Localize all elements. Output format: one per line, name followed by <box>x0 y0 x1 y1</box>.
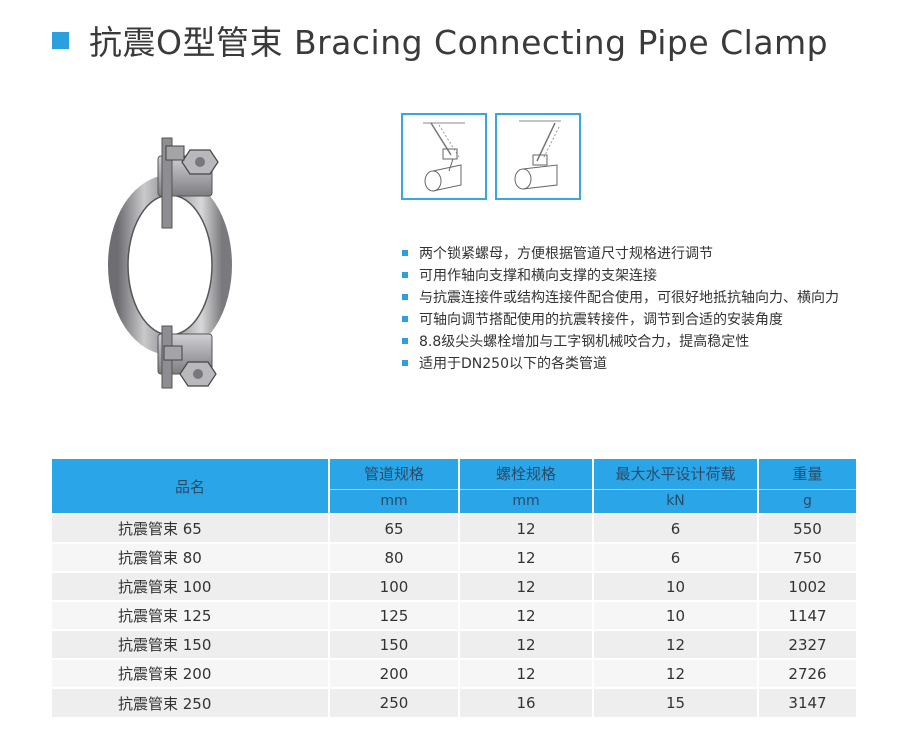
column-header-weight: 重量 <box>758 459 856 490</box>
column-header-pipe-size: 管道规格 <box>329 459 460 490</box>
table-cell: 550 <box>758 513 856 543</box>
table-cell: 2726 <box>758 658 856 688</box>
table-cell: 抗震管束 150 <box>52 629 330 659</box>
unit-max-load: kN <box>593 489 759 514</box>
table-cell: 200 <box>329 658 460 688</box>
install-sketch-icon <box>423 122 465 192</box>
bullet-square-icon <box>402 272 408 278</box>
table-cell: 抗震管束 250 <box>52 687 330 717</box>
installation-diagram-thumbnail-1[interactable] <box>401 113 487 200</box>
table-cell: 100 <box>329 571 460 601</box>
table-cell: 16 <box>459 687 594 717</box>
table-cell: 1147 <box>758 600 856 630</box>
unit-weight: g <box>758 489 856 514</box>
bullet-square-icon <box>402 316 408 322</box>
table-cell: 125 <box>329 600 460 630</box>
spec-table: 品名 管道规格 螺栓规格 最大水平设计荷载 重量 mm mm kN g 抗震管束… <box>52 459 856 717</box>
table-cell: 250 <box>329 687 460 717</box>
table-cell: 抗震管束 100 <box>52 571 330 601</box>
table-cell: 10 <box>593 571 759 601</box>
table-cell: 65 <box>329 513 460 543</box>
table-cell: 12 <box>459 571 594 601</box>
table-unit-row: mm mm kN g <box>52 489 856 514</box>
feature-item: 适用于DN250以下的各类管道 <box>402 352 839 374</box>
page-title: 抗震O型管束 Bracing Connecting Pipe Clamp <box>89 23 829 62</box>
table-header-row: 品名 管道规格 螺栓规格 最大水平设计荷载 重量 <box>52 459 856 515</box>
bullet-square-icon <box>402 360 408 366</box>
table-cell: 6 <box>593 513 759 543</box>
table-cell: 10 <box>593 600 759 630</box>
table-cell: 6 <box>593 542 759 572</box>
table-cell: 150 <box>329 629 460 659</box>
table-cell: 抗震管束 200 <box>52 658 330 688</box>
table-cell: 12 <box>459 542 594 572</box>
feature-item: 8.8级尖头螺栓增加与工字钢机械咬合力，提高稳定性 <box>402 330 839 352</box>
table-cell: 15 <box>593 687 759 717</box>
feature-item: 与抗震连接件或结构连接件配合使用，可很好地抵抗轴向力、横向力 <box>402 286 839 308</box>
table-cell: 12 <box>593 658 759 688</box>
table-cell: 3147 <box>758 687 856 717</box>
feature-item: 可轴向调节搭配使用的抗震转接件，调节到合适的安装角度 <box>402 308 839 330</box>
table-cell: 12 <box>593 629 759 659</box>
unit-pipe-size: mm <box>329 489 460 514</box>
feature-item: 可用作轴向支撑和横向支撑的支架连接 <box>402 264 839 286</box>
table-cell: 抗震管束 65 <box>52 513 330 543</box>
feature-item: 两个锁紧螺母，方便根据管道尺寸规格进行调节 <box>402 242 839 264</box>
title-square-icon <box>52 31 69 49</box>
install-sketch-icon <box>514 120 561 190</box>
column-header-bolt-size: 螺栓规格 <box>459 459 594 490</box>
bullet-square-icon <box>402 294 408 300</box>
table-cell: 抗震管束 80 <box>52 542 330 572</box>
bullet-square-icon <box>402 250 408 256</box>
page-header: 抗震O型管束 Bracing Connecting Pipe Clamp <box>52 18 828 62</box>
column-header-name: 品名 <box>52 459 330 515</box>
table-cell: 80 <box>329 542 460 572</box>
table-cell: 12 <box>459 658 594 688</box>
installation-diagram-thumbnail-2[interactable] <box>495 113 581 200</box>
pipe-clamp-image <box>108 137 232 389</box>
table-cell: 1002 <box>758 571 856 601</box>
table-cell: 12 <box>459 513 594 543</box>
table-cell: 2327 <box>758 629 856 659</box>
feature-list: 两个锁紧螺母，方便根据管道尺寸规格进行调节 可用作轴向支撑和横向支撑的支架连接 … <box>402 242 839 374</box>
bullet-square-icon <box>402 338 408 344</box>
table-cell: 750 <box>758 542 856 572</box>
table-cell: 12 <box>459 629 594 659</box>
unit-bolt-size: mm <box>459 489 594 514</box>
table-cell: 12 <box>459 600 594 630</box>
column-header-max-load: 最大水平设计荷载 <box>593 459 759 490</box>
table-cell: 抗震管束 125 <box>52 600 330 630</box>
